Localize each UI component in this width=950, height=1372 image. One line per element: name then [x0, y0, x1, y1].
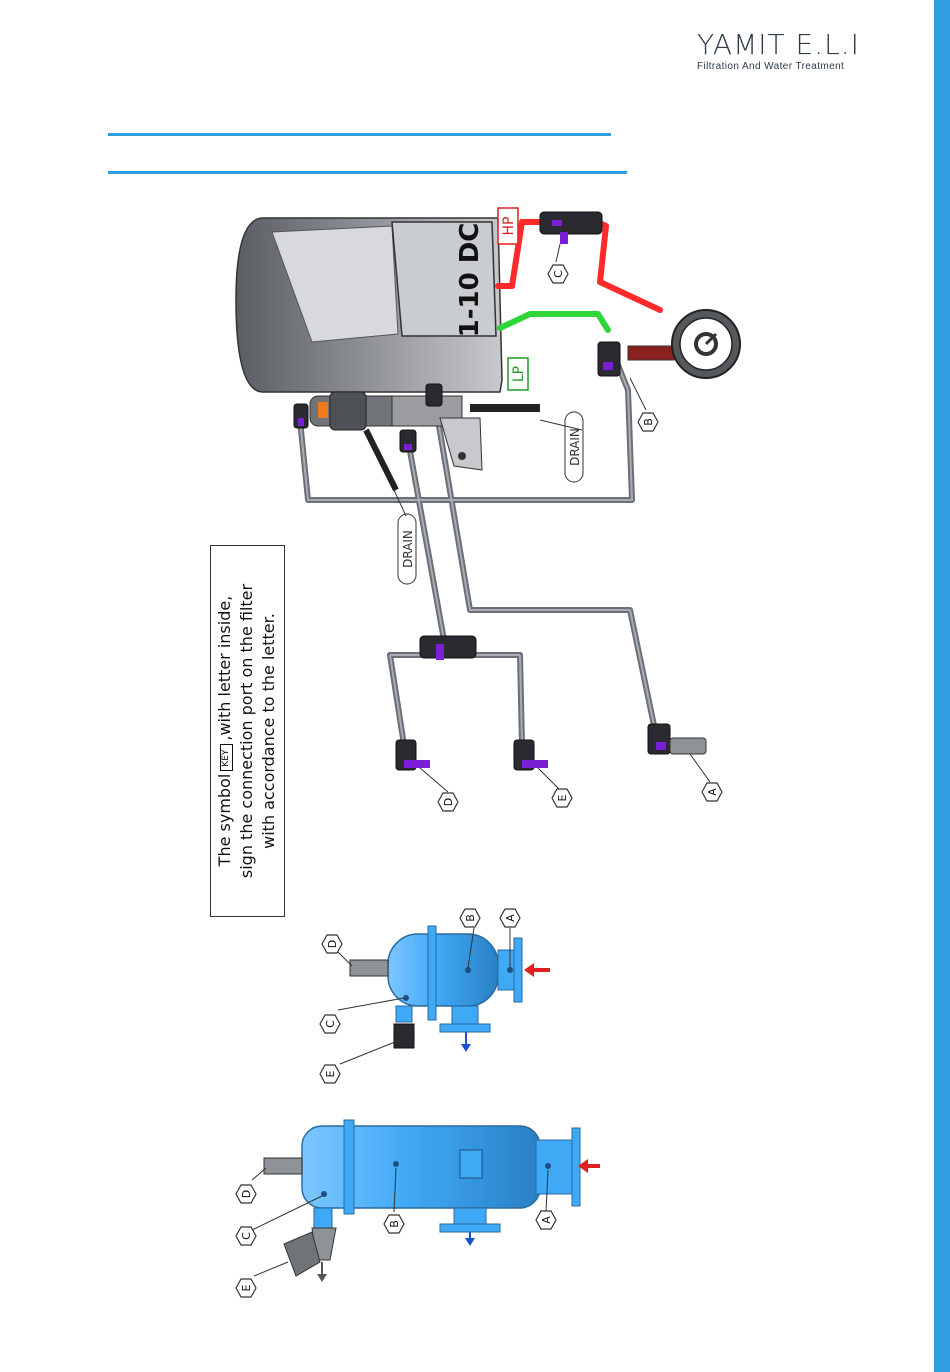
port-label-c-large: C [240, 1232, 253, 1240]
drain-label-2: DRAIN [401, 530, 415, 568]
key-note-text: The symbol KEY ,with letter inside, sign t… [214, 551, 280, 911]
hp-label: HP [501, 217, 517, 236]
port-label-b-large: B [388, 1220, 401, 1228]
port-label-a-small: A [504, 914, 517, 922]
pressure-gauge [628, 310, 740, 378]
key-note-part-2: ,with letter inside, [215, 596, 234, 741]
filter-large [264, 1120, 580, 1276]
key-symbol: KEY [220, 744, 233, 771]
key-note-line-1: The symbol KEY ,with letter inside, [214, 551, 236, 911]
key-note-line-3: with accordance to the letter. [258, 551, 280, 911]
port-label-e-small: E [324, 1070, 337, 1077]
port-label-d-top: D [442, 798, 455, 806]
port-label-e-large: E [240, 1284, 253, 1291]
key-note-part-1: The symbol [215, 774, 234, 867]
key-note-box: The symbol KEY ,with letter inside, sign t… [210, 545, 285, 917]
filter-small [350, 926, 522, 1048]
port-label-a-large: A [540, 1216, 553, 1224]
solenoid-valve [310, 392, 540, 490]
hp-line [498, 222, 660, 310]
port-label-b-top: B [642, 418, 655, 426]
port-label-e-top: E [556, 794, 569, 801]
port-label-b-small: B [464, 914, 477, 922]
port-label-d-large: D [240, 1190, 253, 1198]
port-label-a-top: A [706, 788, 719, 796]
key-note-line-2: sign the connection port on the filter [236, 551, 258, 911]
controller-model-label: 1-10 DC [455, 223, 485, 338]
port-label-c-top: C [552, 270, 565, 278]
drain-label-1: DRAIN [568, 428, 582, 466]
port-label-d-small: D [326, 940, 339, 948]
lp-line [500, 314, 608, 330]
port-label-c-small: C [324, 1020, 337, 1028]
lp-label: LP [511, 366, 527, 382]
strainer-a [670, 738, 706, 754]
